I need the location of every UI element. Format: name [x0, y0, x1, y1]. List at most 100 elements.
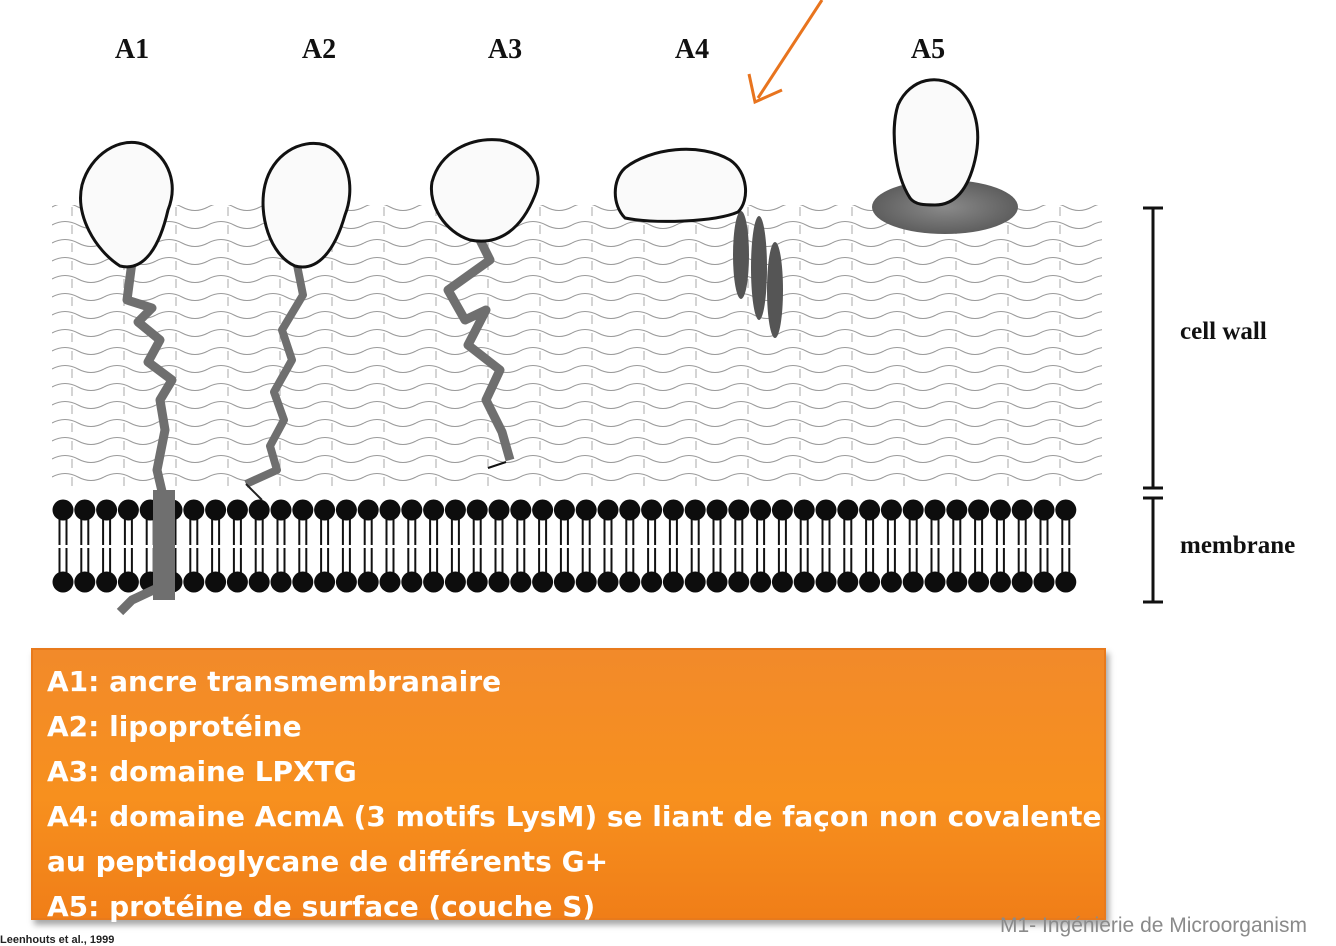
pointer-arrowhead — [747, 73, 783, 105]
lipid-head — [989, 499, 1011, 521]
lipid-head — [52, 499, 74, 521]
lipid-head — [1011, 499, 1033, 521]
lipid-head — [1033, 571, 1055, 593]
legend-line-a5: A5: protéine de surface (couche S) — [47, 890, 596, 923]
lipid-head — [684, 499, 706, 521]
lipid-head — [815, 571, 837, 593]
lipid-head — [880, 499, 902, 521]
course-footer: M1- Ingénierie de Microorganism — [1000, 914, 1307, 937]
lipid-head — [532, 499, 554, 521]
lipid-head — [815, 499, 837, 521]
lipid-head — [74, 571, 96, 593]
pointer-arrow — [756, 0, 824, 99]
lipid-head — [314, 499, 336, 521]
lipid-head — [1055, 571, 1077, 593]
lipid-head — [96, 499, 118, 521]
lipid-head — [292, 499, 314, 521]
lipid-head — [466, 571, 488, 593]
lipid-head — [553, 499, 575, 521]
anchor-label-a1: A1 — [114, 34, 150, 65]
anchor-label-a4: A4 — [674, 34, 710, 65]
lipid-head — [924, 571, 946, 593]
lipid-head — [880, 571, 902, 593]
lipid-head — [597, 499, 619, 521]
cell-wall-bracket — [1143, 206, 1163, 490]
lipid-head — [270, 571, 292, 593]
lipid-head — [750, 499, 772, 521]
lipid-head — [619, 499, 641, 521]
lipid-head — [1055, 499, 1077, 521]
a3-lpxtg-chain — [443, 229, 515, 462]
lipid-head — [706, 499, 728, 521]
lipid-head — [205, 571, 227, 593]
a5-globular-head — [892, 78, 980, 207]
lipid-head — [226, 499, 248, 521]
lipid-head — [662, 571, 684, 593]
lipid-head — [902, 571, 924, 593]
lipid-head — [859, 499, 881, 521]
lipid-head — [379, 499, 401, 521]
lipid-head — [292, 571, 314, 593]
anchor-label-a3: A3 — [487, 34, 523, 65]
legend-box: A1: ancre transmembranaire A2: lipoproté… — [31, 648, 1106, 923]
lipid-head — [728, 571, 750, 593]
lipid-head — [248, 571, 270, 593]
lipid-head — [117, 499, 139, 521]
lipid-head — [859, 571, 881, 593]
a2-lipoprotein-chain — [244, 264, 307, 488]
legend-line-a4-continued: au peptidoglycane de différents G+ — [47, 845, 609, 878]
lipid-head — [532, 571, 554, 593]
cell-wall-label: cell wall — [1180, 318, 1267, 345]
lipid-head — [1011, 571, 1033, 593]
lipid-head — [248, 499, 270, 521]
lipid-head — [837, 499, 859, 521]
lipid-head — [706, 571, 728, 593]
lipid-head — [837, 571, 859, 593]
lipid-head — [444, 571, 466, 593]
a2-globular-head — [261, 142, 352, 269]
lipid-head — [96, 571, 118, 593]
citation: Leenhouts et al., 1999 — [0, 934, 115, 946]
lipid-head — [968, 571, 990, 593]
lipid-head — [793, 571, 815, 593]
legend-line-a4: A4: domaine AcmA (3 motifs LysM) se lian… — [47, 800, 1102, 833]
lipid-head — [205, 499, 227, 521]
lipid-head — [488, 499, 510, 521]
lipid-head — [401, 499, 423, 521]
lipid-head — [968, 499, 990, 521]
lipid-head — [444, 499, 466, 521]
lipid-head — [946, 499, 968, 521]
lipid-head — [466, 499, 488, 521]
lipid-head — [52, 571, 74, 593]
lipid-head — [423, 499, 445, 521]
lipid-head — [924, 499, 946, 521]
lipid-head — [357, 571, 379, 593]
anchor-label-a2: A2 — [301, 34, 337, 65]
lipid-head — [641, 571, 663, 593]
lysm-motif-3 — [767, 242, 783, 338]
lipid-head — [379, 571, 401, 593]
membrane-label: membrane — [1180, 532, 1296, 559]
lipid-head — [662, 499, 684, 521]
lipid-head — [989, 571, 1011, 593]
lipid-head — [117, 571, 139, 593]
lysm-motif-2 — [751, 216, 767, 320]
lipid-head — [641, 499, 663, 521]
anchor-label-a5: A5 — [910, 34, 946, 65]
lipid-head — [226, 571, 248, 593]
lipid-head — [575, 571, 597, 593]
lipid-head — [335, 499, 357, 521]
lipid-head — [357, 499, 379, 521]
lipid-head — [793, 499, 815, 521]
a3-globular-head — [429, 138, 540, 243]
lipid-head — [401, 571, 423, 593]
lipid-head — [183, 571, 205, 593]
lipid-head — [771, 571, 793, 593]
lipid-head — [1033, 499, 1055, 521]
lipid-head — [750, 571, 772, 593]
lysm-motif-1 — [733, 211, 749, 299]
lipid-head — [488, 571, 510, 593]
legend-line-a1: A1: ancre transmembranaire — [47, 665, 502, 698]
lipid-head — [183, 499, 205, 521]
